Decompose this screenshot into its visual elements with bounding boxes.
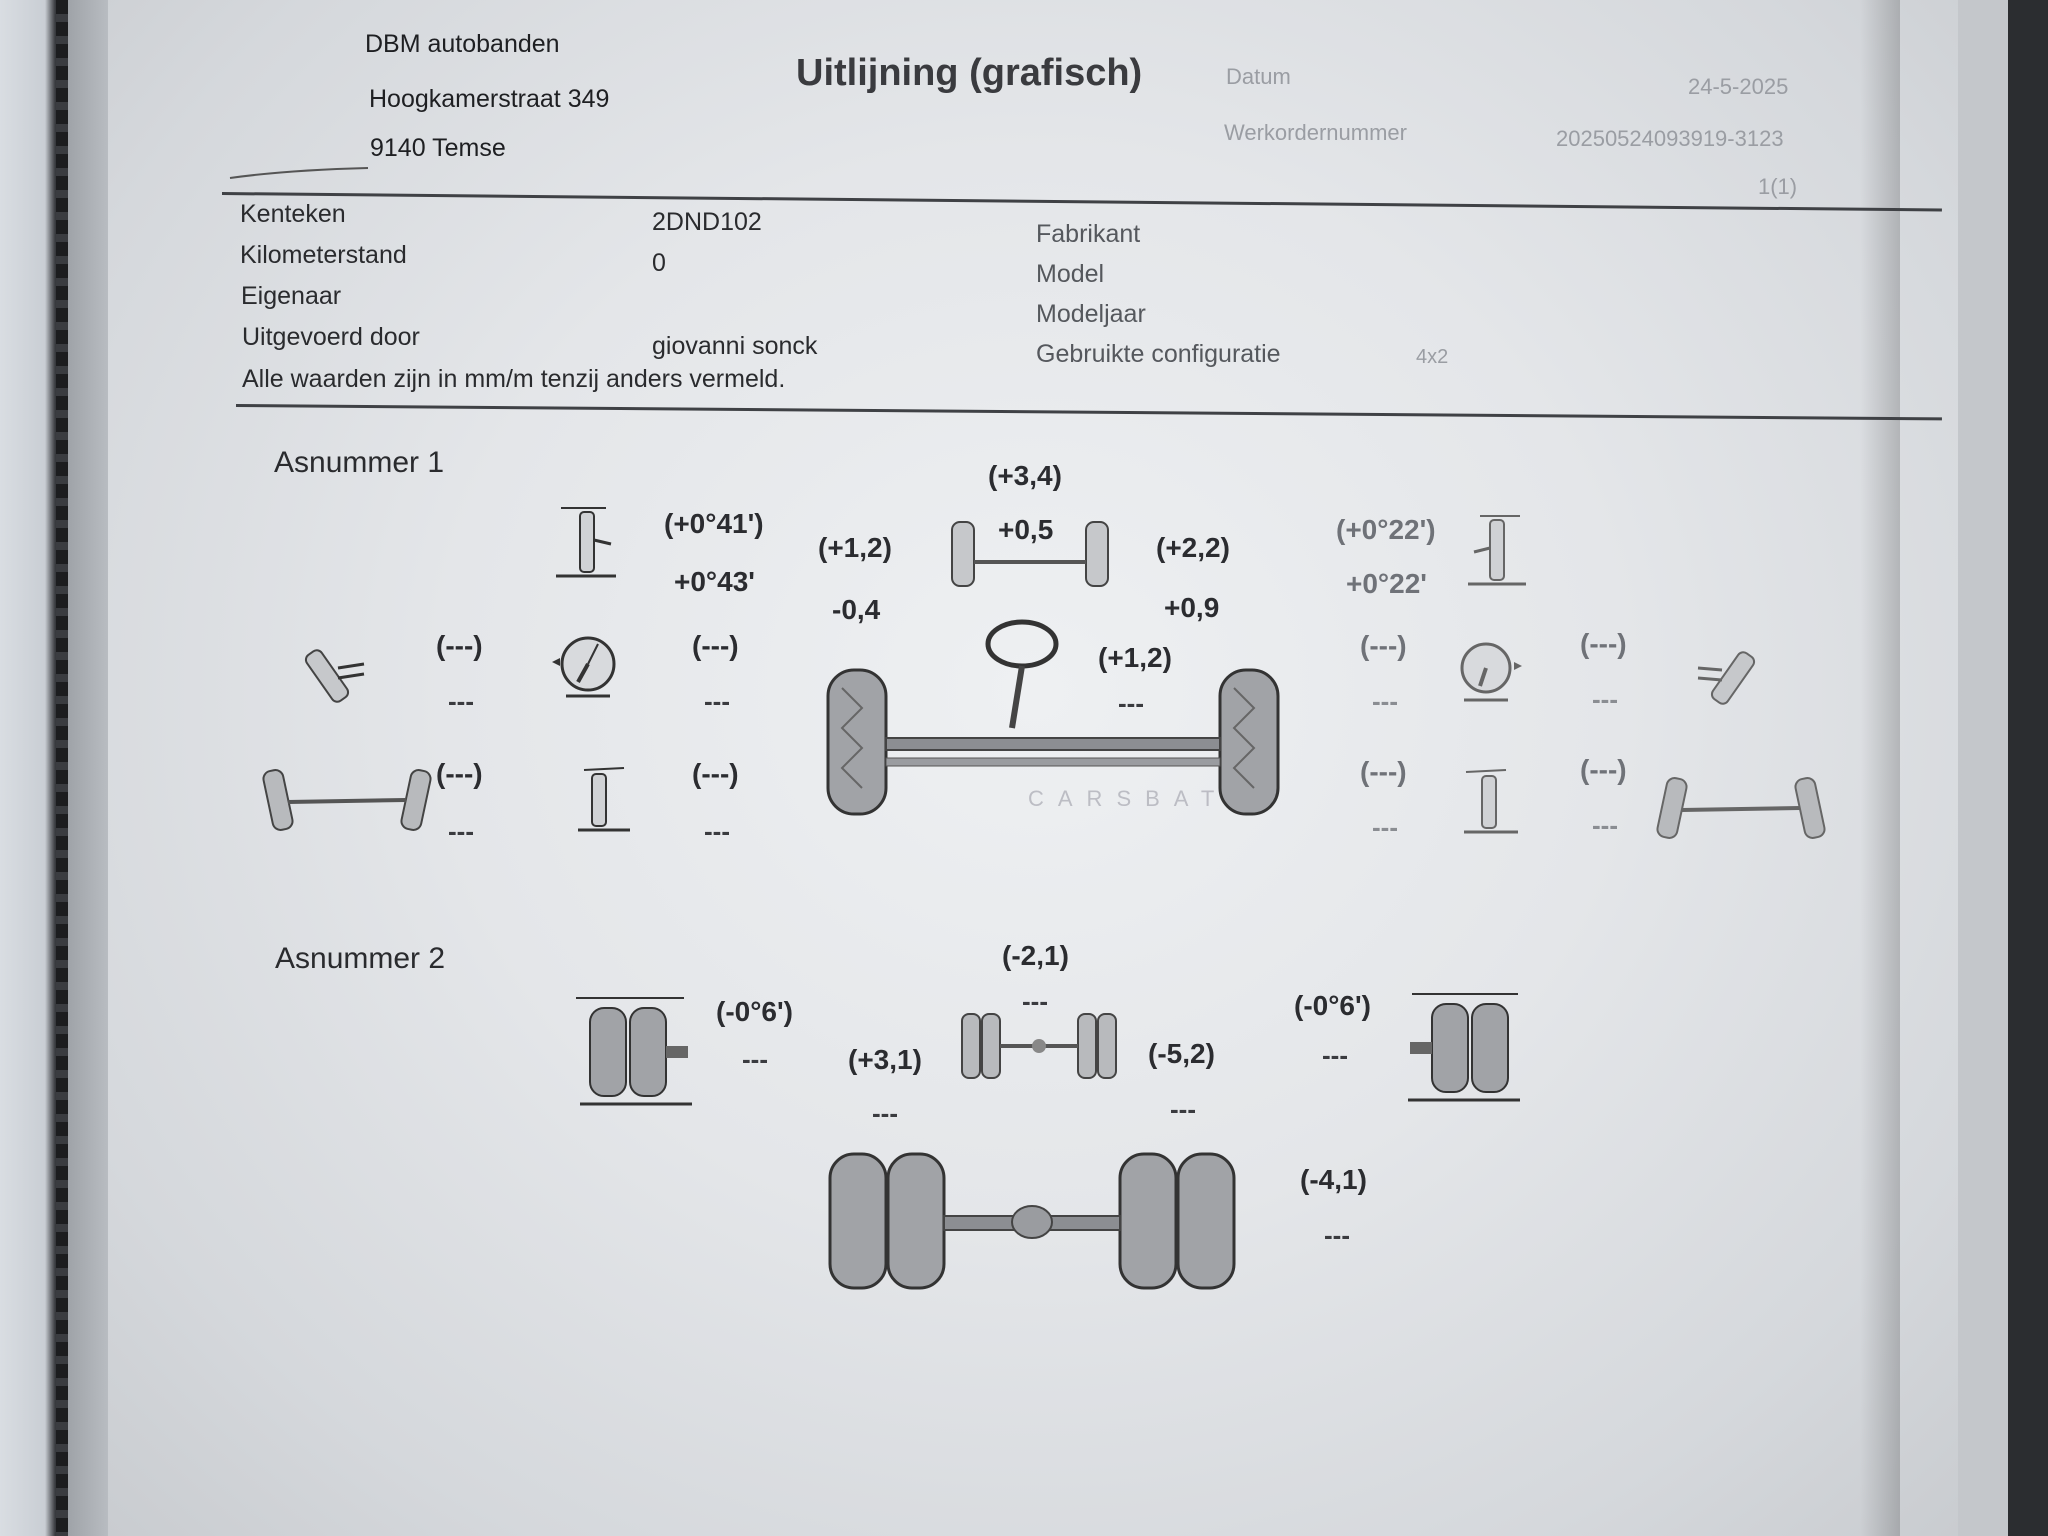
inclination-axle-icon-left	[262, 769, 432, 831]
axle1-left-setback-value: ---	[448, 686, 474, 716]
axle1-right-caster-value: ---	[1372, 686, 1398, 716]
workorder-value: 20250524093919-3123	[1556, 126, 1784, 151]
axle2-thrust-spec: (-4,1)	[1300, 1164, 1367, 1195]
total-toe-icon	[951, 521, 1109, 587]
binder-spine	[0, 0, 60, 1536]
km-label: Kilometerstand	[240, 241, 407, 269]
axle1-left-caster-value: ---	[704, 686, 730, 716]
company-street: Hoogkamerstraat 349	[369, 85, 610, 113]
axle2-left-camber-spec: (-0°6')	[716, 996, 793, 1027]
axle1-steering-spec: (+1,2)	[1098, 642, 1172, 673]
axle1-right-incl-spec: (---)	[1580, 754, 1627, 785]
axle2-right-camber-value: ---	[1322, 1040, 1348, 1070]
axle1-left-incl-value: ---	[448, 816, 474, 846]
axle2-right-camber-spec: (-0°6')	[1294, 990, 1371, 1021]
setback-icon-left	[304, 649, 365, 703]
axle1-right-setback-spec: (---)	[1580, 628, 1627, 659]
binder-rings	[56, 0, 68, 1536]
axle1-right-toe-spec: (+2,2)	[1156, 532, 1230, 563]
uitgevoerd-value: giovanni sonck	[652, 332, 818, 360]
fabrikant-label: Fabrikant	[1036, 220, 1141, 248]
kenteken-label: Kenteken	[240, 200, 346, 228]
axle1-left-incl-spec: (---)	[436, 758, 483, 789]
date-value: 24-5-2025	[1688, 74, 1789, 99]
axle1-right-camber-value: +0°22'	[1346, 568, 1427, 599]
report-title: Uitlijning (grafisch)	[796, 52, 1143, 94]
axle1-left-toe-value: -0,4	[832, 594, 881, 625]
axle1-right-camber-spec: (+0°22')	[1336, 514, 1436, 545]
axle2-right-toe-spec: (-5,2)	[1148, 1038, 1215, 1069]
sai-icon-right	[1464, 769, 1518, 834]
signature-mark	[229, 167, 369, 179]
alignment-report-page: DBM autobanden Hoogkamerstraat 349 9140 …	[108, 0, 1958, 1536]
axle1-left-setback-spec: (---)	[436, 630, 483, 661]
camber-icon-right	[1468, 515, 1526, 586]
setback-icon-right	[1697, 651, 1756, 705]
caster-gauge-icon-left	[552, 636, 616, 698]
front-axle-illustration	[826, 619, 1280, 816]
caster-gauge-icon-right	[1460, 642, 1522, 702]
company-name: DBM autobanden	[365, 30, 560, 58]
eigenaar-label: Eigenaar	[241, 282, 342, 310]
units-note: Alle waarden zijn in mm/m tenzij anders …	[242, 365, 786, 393]
axle2-left-toe-value: ---	[872, 1098, 898, 1128]
header-divider	[221, 192, 1942, 212]
axle1-right-incl-value: ---	[1592, 810, 1618, 840]
axle2-total-toe-spec: (-2,1)	[1002, 940, 1069, 971]
rear-total-toe-icon	[961, 1013, 1117, 1079]
axle1-label: Asnummer 1	[274, 446, 445, 479]
axle2-thrust-value: ---	[1324, 1220, 1350, 1250]
config-label: Gebruikte configuratie	[1036, 340, 1281, 368]
camber-icon-left	[556, 507, 616, 578]
axle1-total-toe-value: +0,5	[998, 514, 1054, 545]
inclination-axle-icon-right	[1656, 777, 1826, 839]
date-label: Datum	[1226, 64, 1291, 89]
axle1-right-sai-value: ---	[1372, 812, 1398, 842]
axle2-left-toe-spec: (+3,1)	[848, 1044, 922, 1075]
axle1-left-sai-spec: (---)	[692, 758, 739, 789]
axle2-right-toe-value: ---	[1170, 1094, 1196, 1124]
km-value: 0	[652, 249, 666, 277]
axle1-left-caster-spec: (---)	[692, 630, 739, 661]
watermark: CARSBAT	[1028, 786, 1229, 811]
kenteken-value: 2DND102	[652, 208, 762, 236]
axle2-label: Asnummer 2	[275, 942, 446, 975]
axle1-left-sai-value: ---	[704, 816, 730, 846]
modeljaar-label: Modeljaar	[1036, 300, 1146, 328]
sai-icon-left	[578, 767, 630, 832]
axle1-left-toe-spec: (+1,2)	[818, 532, 892, 563]
company-city: 9140 Temse	[370, 134, 506, 162]
axle2-left-camber-value: ---	[742, 1044, 768, 1074]
uitgevoerd-label: Uitgevoerd door	[242, 323, 420, 351]
axle1-steering-value: ---	[1118, 688, 1144, 718]
model-label: Model	[1036, 260, 1105, 288]
axle1-total-toe-spec: (+3,4)	[988, 460, 1062, 491]
axle1-left-camber-value: +0°43'	[674, 566, 755, 597]
dual-wheel-camber-icon-left	[576, 997, 692, 1106]
page-count: 1(1)	[1758, 174, 1798, 199]
dual-wheel-camber-icon-right	[1408, 993, 1520, 1102]
info-divider	[235, 404, 1942, 421]
config-value: 4x2	[1416, 346, 1449, 368]
axle1-right-setback-value: ---	[1592, 684, 1618, 714]
axle1-right-caster-spec: (---)	[1360, 630, 1407, 661]
axle1-right-sai-spec: (---)	[1360, 756, 1407, 787]
axle2-total-toe-value: ---	[1022, 986, 1048, 1016]
rear-axle-illustration	[828, 1152, 1236, 1290]
axle1-right-toe-value: +0,9	[1164, 592, 1220, 623]
axle1-left-camber-spec: (+0°41')	[664, 508, 764, 539]
workorder-label: Werkordernummer	[1224, 120, 1407, 145]
